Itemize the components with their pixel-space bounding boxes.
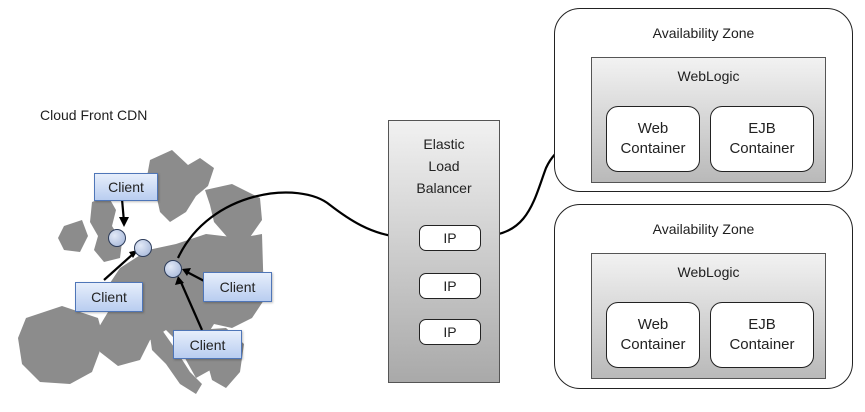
ip-box: IP: [419, 273, 481, 299]
map-iberia: [18, 306, 104, 384]
weblogic-server: WebLogic Web Container EJB Container: [591, 57, 826, 183]
zone-title: Availability Zone: [652, 25, 755, 41]
zone-title: Availability Zone: [652, 221, 755, 237]
container-line: EJB: [748, 120, 776, 137]
edge-node: [108, 229, 126, 247]
container-line: Container: [729, 336, 795, 353]
map-finland: [205, 184, 262, 240]
container-line: Container: [620, 140, 686, 157]
arrowhead: [182, 268, 191, 276]
weblogic-server: WebLogic Web Container EJB Container: [591, 253, 826, 379]
ejb-container: EJB Container: [710, 302, 814, 368]
web-container: Web Container: [606, 302, 700, 368]
edge-node: [164, 260, 182, 278]
container-line: Container: [620, 336, 686, 353]
map-scandinavia: [146, 150, 214, 222]
container-line: Container: [729, 140, 795, 157]
ejb-container: EJB Container: [710, 106, 814, 172]
elb-title-line: Load: [428, 158, 460, 174]
cdn-title: Cloud Front CDN: [40, 107, 148, 123]
edge-node: [134, 239, 152, 257]
container-line: Web: [637, 120, 669, 137]
client-box: Client: [173, 330, 242, 359]
client2-line: [103, 253, 134, 281]
weblogic-title: WebLogic: [677, 68, 740, 84]
arrowhead: [119, 217, 129, 227]
ip-box: IP: [419, 225, 481, 251]
container-line: EJB: [748, 316, 776, 333]
map-mainland: [96, 234, 264, 378]
cdn-to-elb-curve: [177, 191, 393, 259]
availability-zone: Availability Zone WebLogic Web Container…: [554, 204, 853, 389]
ip-box: IP: [419, 319, 481, 345]
client-box: Client: [203, 272, 272, 302]
availability-zone: Availability Zone WebLogic Web Container…: [554, 8, 853, 192]
client4-line: [178, 279, 204, 331]
elastic-load-balancer: Elastic Load Balancer IP IP IP: [388, 120, 500, 383]
elb-title: Elastic Load Balancer: [389, 133, 499, 199]
map-ireland: [58, 220, 88, 252]
weblogic-title: WebLogic: [677, 264, 740, 280]
container-line: Web: [637, 316, 669, 333]
web-container: Web Container: [606, 106, 700, 172]
client-box: Client: [94, 173, 158, 201]
map-italy: [150, 330, 202, 394]
client-box: Client: [75, 282, 143, 312]
elb-title-line: Elastic: [423, 136, 465, 152]
elb-title-line: Balancer: [416, 180, 472, 196]
arrowhead: [175, 276, 184, 285]
